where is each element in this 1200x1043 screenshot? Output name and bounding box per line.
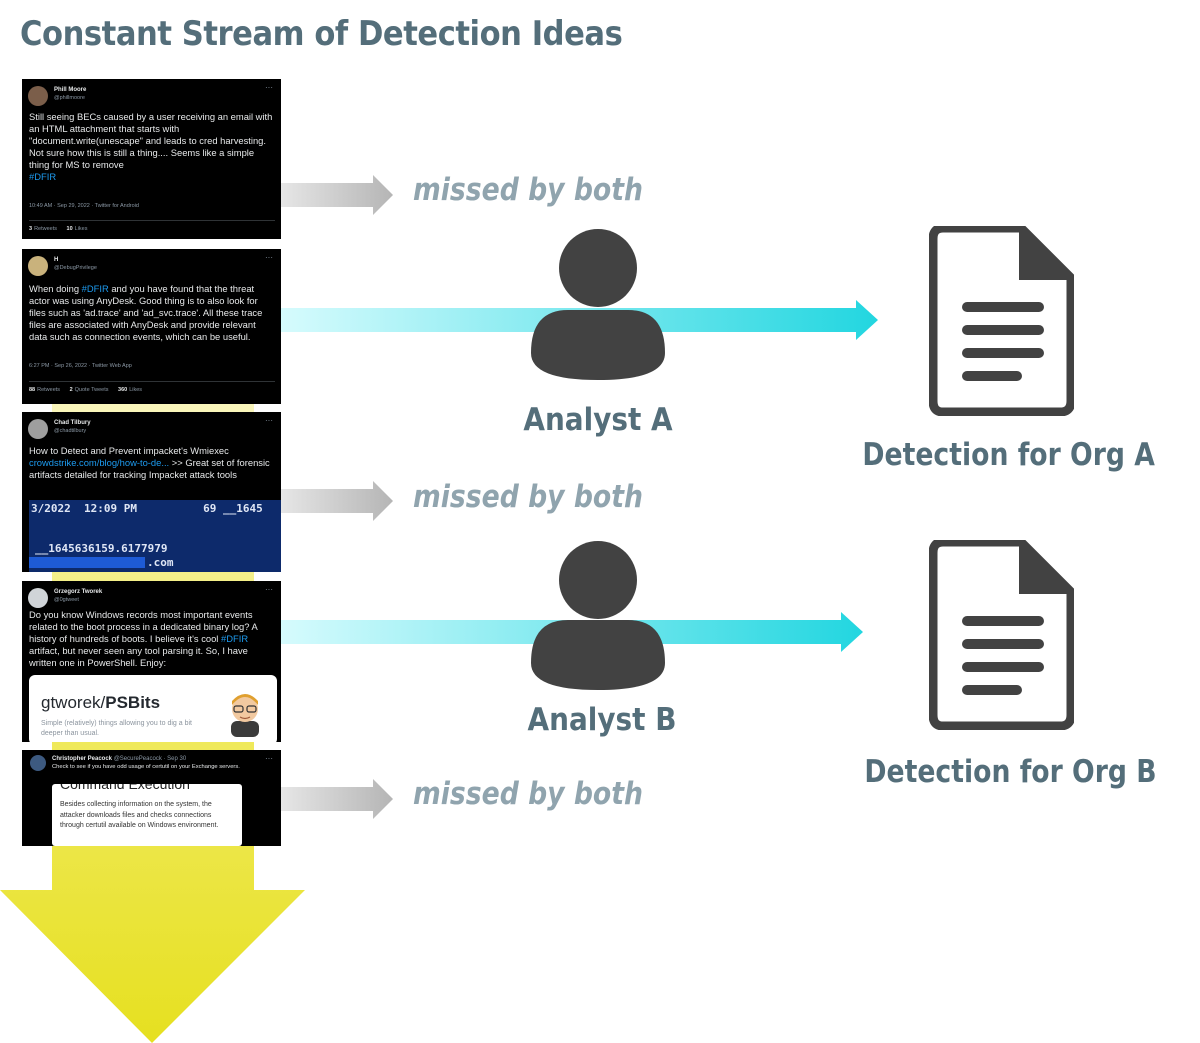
tweet-card[interactable]: Chad Tilbury @chadtilbury ··· How to Det… (22, 412, 281, 572)
tweet-body: How to Detect and Prevent impacket's Wmi… (29, 445, 270, 481)
hashtag-link[interactable]: #DFIR (81, 283, 109, 294)
avatar (28, 256, 48, 276)
page-title: Constant Stream of Detection Ideas (20, 14, 623, 54)
tweet-handle: @DebugPrivilege (54, 265, 97, 271)
hashtag-link[interactable]: #DFIR (221, 633, 249, 645)
avatar (28, 419, 48, 439)
tweet-author: Grzegorz Tworek (54, 589, 103, 595)
avatar-illustration (231, 694, 259, 737)
more-icon[interactable]: ··· (265, 416, 273, 425)
tweet-card[interactable]: Christopher Peacock @SecurePeacock · Sep… (22, 750, 281, 846)
tweet-meta: 6:27 PM · Sep 26, 2022 · Twitter Web App (29, 363, 132, 369)
card-description: Besides collecting information on the sy… (60, 801, 219, 829)
card-description: Simple (relatively) things allowing you … (41, 720, 192, 737)
card-title: gtworek/PSBits (41, 693, 161, 712)
avatar (30, 755, 46, 771)
tweet-handle: @SecurePeacock · Sep 30 (113, 756, 187, 762)
missed-arrow (281, 175, 393, 215)
tweet-meta: 10:49 AM · Sep 29, 2022 · Twitter for An… (29, 203, 139, 209)
analyst-a-label: Analyst A (523, 402, 673, 438)
tweet-body: Do you know Windows records most importa… (29, 609, 258, 669)
analyst-a-person-icon (531, 229, 665, 380)
article-link[interactable]: crowdstrike.com/blog/how-to-de... (29, 457, 170, 469)
more-icon[interactable]: ··· (265, 585, 273, 594)
analyst-b-person-icon (531, 541, 665, 690)
missed-arrow (281, 481, 393, 521)
detection-a-label: Detection for Org A (862, 437, 1155, 473)
link-card[interactable]: Command Execution Besides collecting inf… (52, 784, 242, 846)
redaction-bar (29, 557, 145, 568)
missed-label: missed by both (413, 776, 643, 812)
tweet-card[interactable]: H @DebugPrivilege ··· When doing #DFIR a… (22, 249, 281, 404)
screenshot-preview: 3/2022 12:09 PM 69 __1645 __1645636159.6… (29, 500, 281, 572)
tweet-author: Phill Moore (54, 87, 87, 93)
tweet-card[interactable]: Grzegorz Tworek @0gtweet ··· Do you know… (22, 581, 281, 742)
analyst-b-label: Analyst B (527, 702, 677, 738)
tweet-author: Chad Tilbury (54, 420, 91, 426)
document-icon (929, 226, 1074, 416)
tweet-handle: @chadtilbury (54, 428, 87, 434)
avatar (28, 588, 48, 608)
missed-label: missed by both (413, 479, 643, 515)
tweet-handle: @phillmoore (54, 95, 85, 101)
card-title: Command Execution (60, 784, 190, 792)
tweet-card[interactable]: Phill Moore @phillmoore ··· Still seeing… (22, 79, 281, 239)
tweet-body: Still seeing BECs caused by a user recei… (29, 111, 275, 184)
tweet-author: H (54, 257, 59, 263)
tweet-body: Check to see if you have odd usage of ce… (52, 764, 240, 770)
more-icon[interactable]: ··· (265, 253, 273, 262)
tweet-handle: @0gtweet (54, 597, 79, 603)
tweet-author: Christopher Peacock @SecurePeacock · Sep… (52, 756, 187, 762)
more-icon[interactable]: ··· (265, 754, 273, 763)
document-icon (929, 540, 1074, 730)
missed-arrow (281, 779, 393, 819)
hashtag-link[interactable]: #DFIR (29, 171, 57, 183)
tweet-body: When doing #DFIR and you have found that… (29, 283, 263, 343)
more-icon[interactable]: ··· (265, 83, 273, 92)
missed-label: missed by both (413, 172, 643, 208)
link-card[interactable]: gtworek/PSBits Simple (relatively) thing… (29, 675, 277, 742)
detection-b-label: Detection for Org B (864, 754, 1157, 790)
avatar (28, 86, 48, 106)
